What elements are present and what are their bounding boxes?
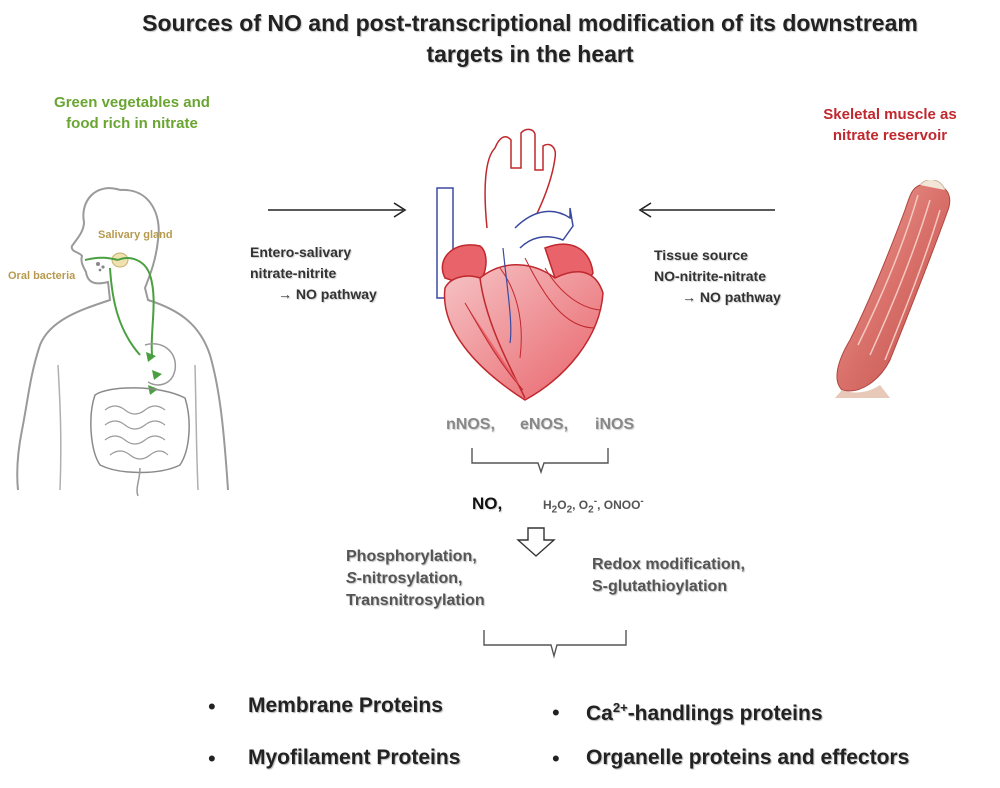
s-nitrosylation-italic: S: [346, 570, 357, 587]
organelle-proteins-label: Organelle proteins and effectors: [586, 746, 910, 769]
ros-peroxynitrite-sup: -: [640, 496, 644, 507]
right-arrow: [638, 202, 775, 218]
ros-o: O: [557, 498, 567, 512]
muscle-source-line-2: nitrate reservoir: [832, 127, 948, 144]
dietary-source-label: Green vegetables and food rich in nitrat…: [22, 92, 242, 134]
title-line-1: Sources of NO and post-transcriptional m…: [142, 10, 918, 36]
ros-o-sub: 2: [566, 504, 573, 516]
oral-bacteria-label: Oral bacteria: [8, 270, 76, 282]
ros-superoxide-sub: 2: [588, 504, 594, 516]
transnitrosylation-label: Transnitrosylation: [346, 592, 485, 609]
bullet-icon: •: [208, 746, 216, 771]
redox-modification-label: Redox modification,: [592, 556, 745, 573]
s-nitrosylation-label: S-nitrosylation,: [346, 568, 485, 590]
ca-rest: -handlings proteins: [627, 702, 823, 725]
ca-handling-proteins-label: Ca2+-handlings proteins: [586, 700, 823, 726]
skeletal-muscle-illustration: [835, 180, 951, 398]
tissue-source-pathway-label: Tissue source NO-nitrite-nitrate → NO pa…: [654, 245, 781, 308]
hollow-down-arrow: [516, 527, 556, 557]
bullet-icon: •: [552, 700, 560, 725]
salivary-gland-label: Salivary gland: [98, 229, 173, 241]
ros-h: H: [543, 498, 552, 512]
diagram-title: Sources of NO and post-transcriptional m…: [60, 8, 1000, 70]
ca-prefix: Ca: [586, 702, 613, 725]
myofilament-proteins-label: Myofilament Proteins: [248, 746, 461, 769]
entero-salivary-line-1: Entero-salivary: [250, 244, 352, 260]
ca-charge: 2+: [612, 700, 628, 715]
entero-salivary-pathway-label: Entero-salivary nitrate-nitrite → NO pat…: [250, 242, 377, 305]
entero-salivary-line-2: nitrate-nitrite: [250, 265, 337, 281]
inos-label: iNOS: [595, 416, 635, 433]
no-label: NO,: [472, 494, 503, 513]
ros-peroxynitrite: , ONOO: [597, 498, 641, 512]
enzyme-brace: [471, 448, 609, 475]
s-glutathioylation-label: S-glutathioylation: [592, 578, 728, 595]
ros-superoxide: , O: [572, 498, 589, 512]
nitrosative-modifications: Phosphorylation, S-nitrosylation, Transn…: [346, 546, 485, 612]
ros-superoxide-sup: -: [593, 496, 598, 507]
dietary-source-line-2: food rich in nitrate: [66, 115, 198, 132]
title-line-2: targets in the heart: [426, 41, 634, 67]
modification-brace: [483, 630, 627, 659]
membrane-proteins-label: Membrane Proteins: [248, 694, 443, 717]
muscle-source-line-1: Skeletal muscle as: [823, 106, 957, 123]
bullet-icon: •: [208, 694, 216, 719]
ros-h-sub: 2: [551, 504, 558, 516]
left-arrow: [268, 202, 407, 218]
muscle-source-label: Skeletal muscle as nitrate reservoir: [790, 104, 990, 146]
human-body-illustration: [16, 187, 229, 497]
tissue-source-line-1: Tissue source: [654, 247, 748, 263]
heart-illustration: [436, 128, 604, 401]
redox-modifications: Redox modification, S-glutathioylation: [592, 554, 745, 598]
s-nitrosylation-rest: -nitrosylation,: [356, 570, 463, 587]
enos-label: eNOS,: [520, 416, 569, 433]
bullet-icon: •: [552, 746, 560, 771]
entero-salivary-line-3: → NO pathway: [278, 286, 377, 302]
tissue-source-line-3: → NO pathway: [682, 289, 781, 305]
nnos-label: nNOS,: [446, 416, 495, 433]
tissue-source-line-2: NO-nitrite-nitrate: [654, 268, 766, 284]
phosphorylation-label: Phosphorylation,: [346, 548, 477, 565]
dietary-source-line-1: Green vegetables and: [54, 94, 210, 111]
ros-label: H2O2, O2-, ONOO-: [543, 496, 644, 515]
